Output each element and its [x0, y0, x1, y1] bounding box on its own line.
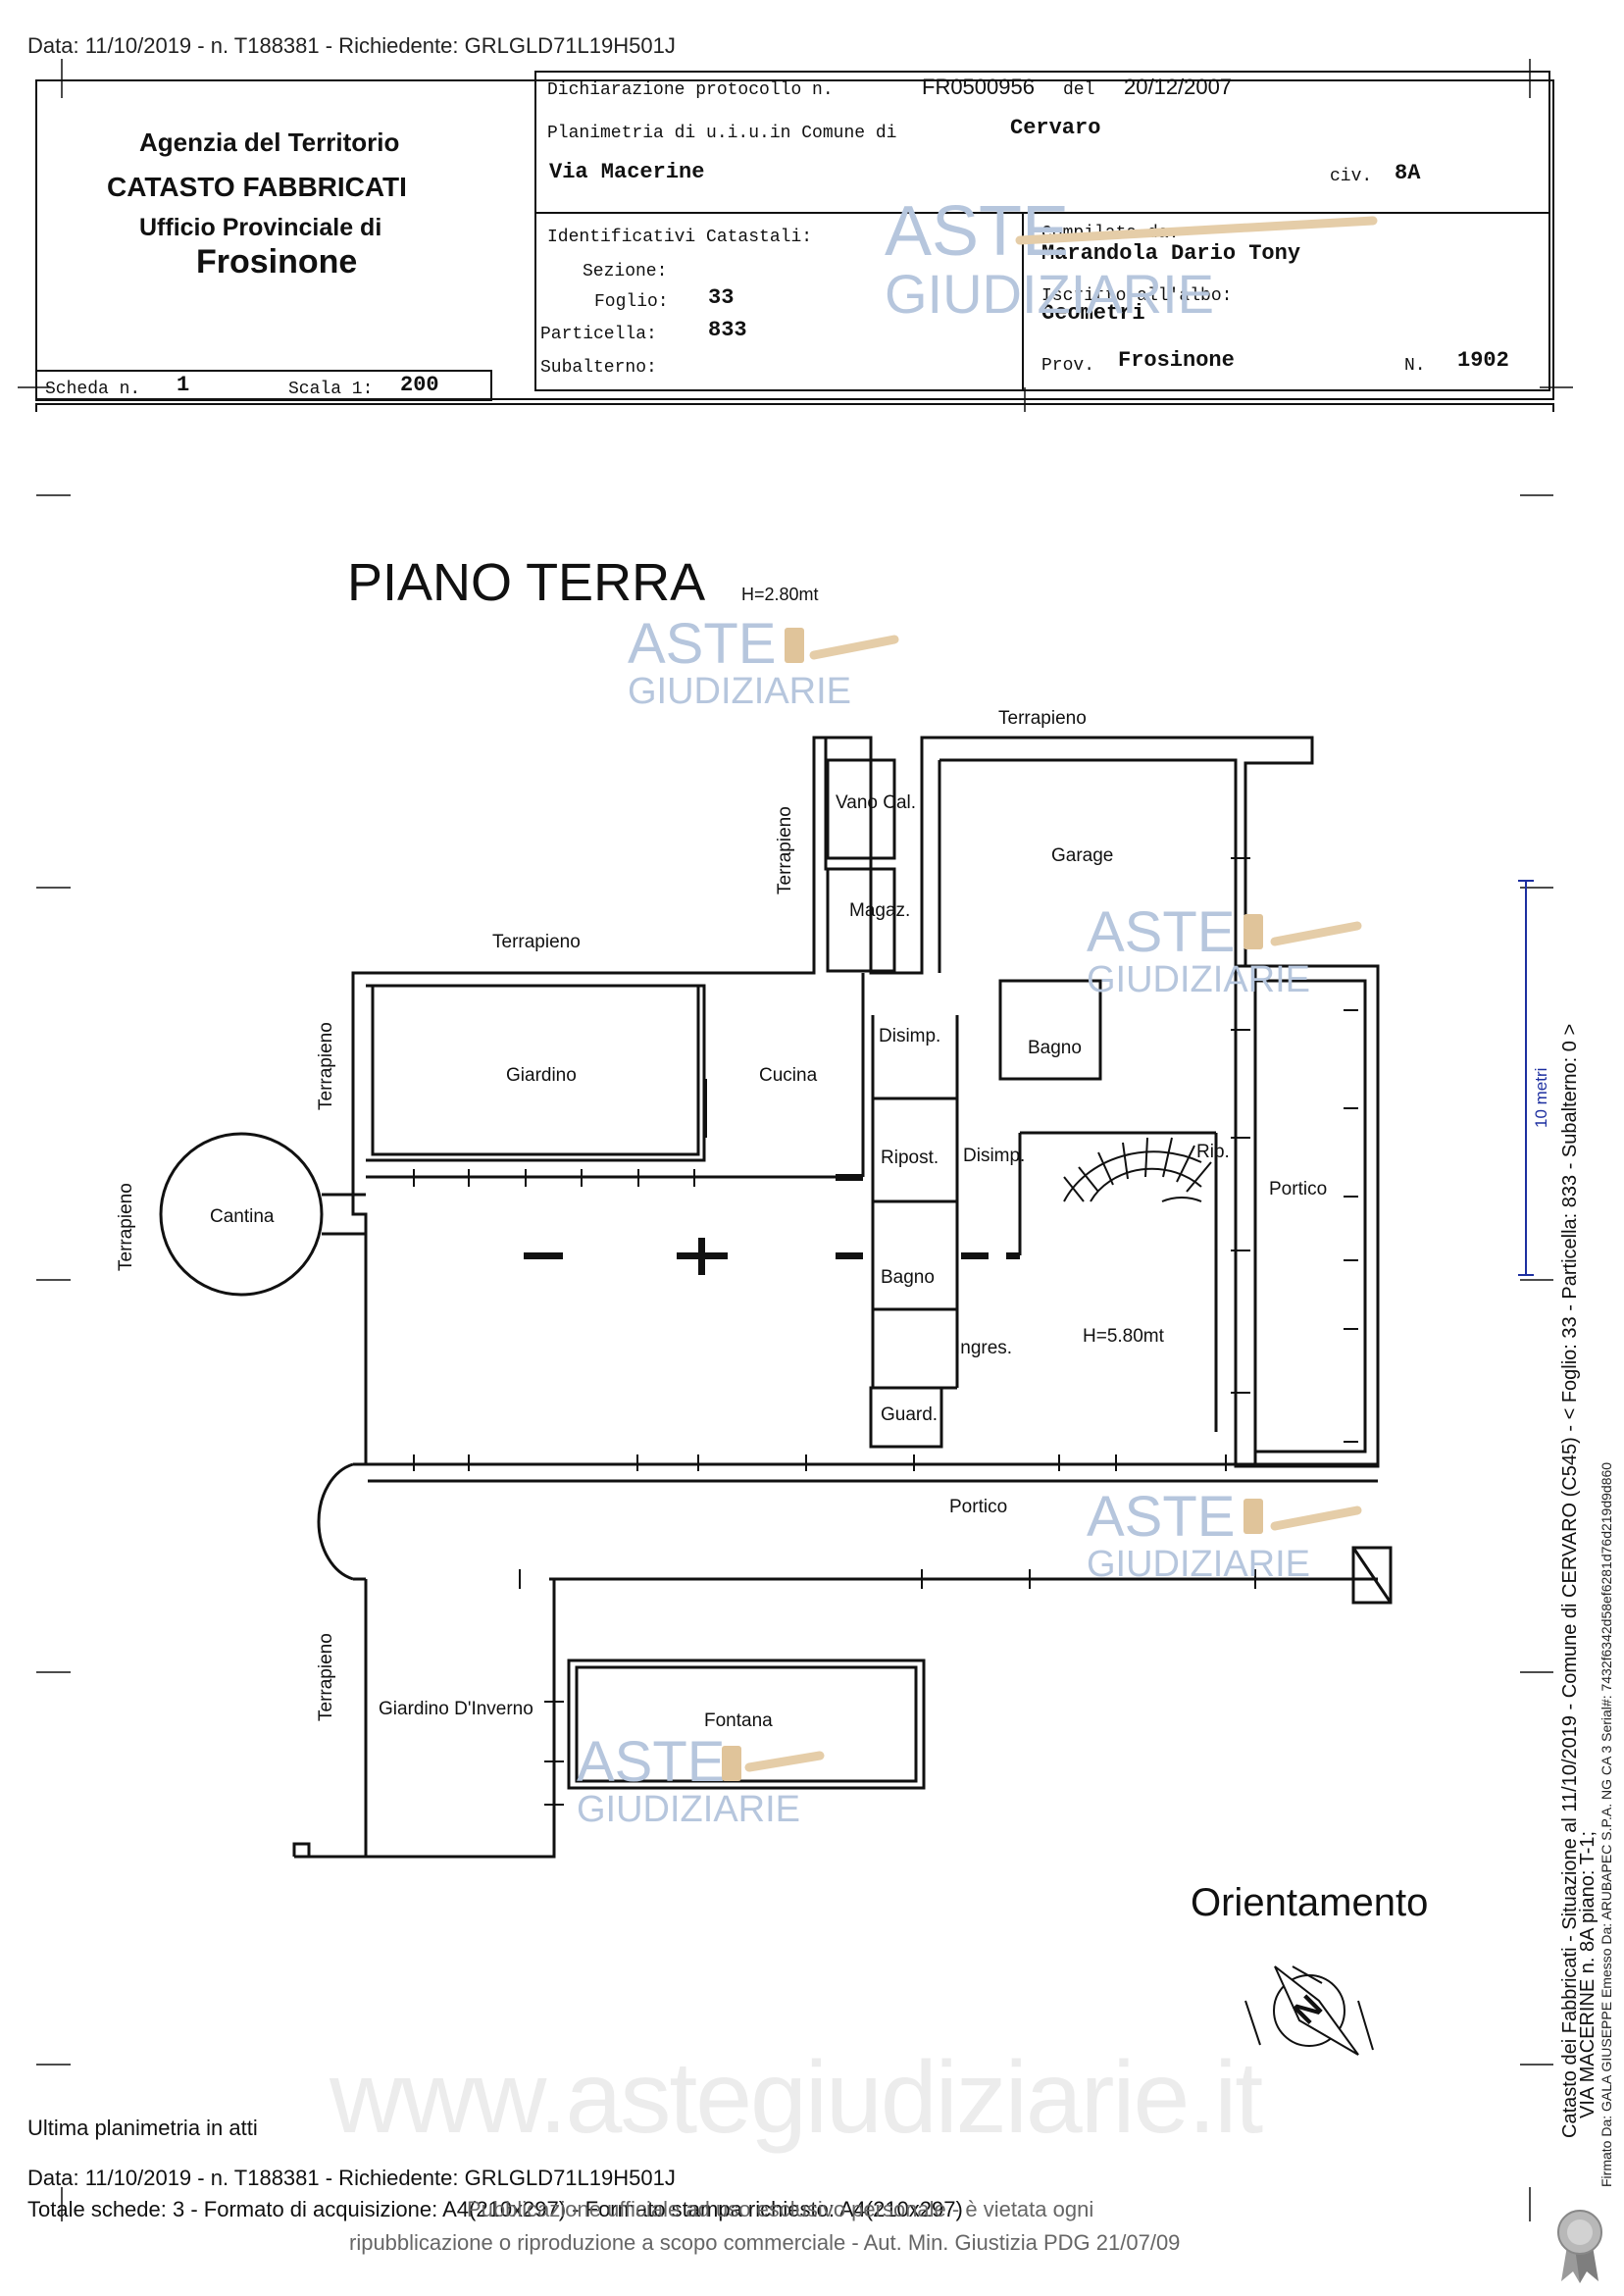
watermark-site: www.astegiudiziarie.it: [330, 2041, 1263, 2155]
foglio-label: Foglio:: [594, 292, 669, 312]
scale-bar-label: 10 metri: [1532, 1067, 1550, 1128]
room-ripost: Ripost.: [881, 1148, 939, 1168]
sezione-label: Sezione:: [583, 262, 668, 281]
scale-bar: [1518, 880, 1534, 1276]
room-bagno-2: Bagno: [881, 1267, 935, 1288]
del-label: del: [1063, 80, 1095, 100]
comune: Cervaro: [1010, 116, 1101, 140]
room-portico-bottom: Portico: [949, 1497, 1008, 1517]
iscritto-value: Geometri: [1041, 301, 1145, 326]
room-terrapieno-mid: Terrapieno: [492, 932, 581, 952]
watermark-aste-header: ASTE GIUDIZIARIE: [885, 196, 1214, 322]
n-label: N.: [1404, 356, 1426, 376]
header-frame: [18, 59, 1573, 412]
room-portico-right: Portico: [1269, 1179, 1328, 1199]
watermark-aste-word: ASTE: [885, 192, 1070, 271]
scheda-label: Scheda n.: [45, 380, 141, 399]
room-terrapieno-vert1: Terrapieno: [775, 806, 795, 894]
watermark-aste-word: ASTE: [1087, 900, 1236, 964]
footer-overlay-line1: Pubblicazione ufficiale ad uso esclusivo…: [467, 2197, 1094, 2221]
watermark-aste-word: ASTE: [1087, 1485, 1236, 1549]
iscritto-label: Iscritto all'albo:: [1041, 286, 1233, 306]
prov-value: Frosinone: [1118, 348, 1235, 373]
watermark-aste-word: ASTE: [628, 612, 777, 676]
room-disimp-2: Disimp.: [963, 1146, 1026, 1166]
protocol-date: 20/12/2007: [1124, 75, 1233, 99]
watermark-giudiziarie-word: GIUDIZIARIE: [577, 1789, 801, 1830]
room-terrapieno-vert3: Terrapieno: [116, 1183, 136, 1271]
room-cucina: Cucina: [759, 1065, 818, 1086]
watermark-giudiziarie-word: GIUDIZIARIE: [628, 671, 852, 712]
footer-ultima: Ultima planimetria in atti: [27, 2116, 258, 2140]
declaration-label: Dichiarazione protocollo n.: [547, 80, 834, 100]
room-rip: Rip.: [1196, 1142, 1230, 1162]
plan-height-note: H=2.80mt: [741, 585, 819, 604]
room-giardino-inverno: Giardino D'Inverno: [379, 1699, 533, 1719]
room-garage: Garage: [1051, 845, 1114, 866]
scheda-value: 1: [177, 373, 190, 397]
scala-label: Scala 1:: [288, 380, 374, 399]
room-terrapieno-top: Terrapieno: [998, 708, 1087, 729]
room-guard: Guard.: [881, 1404, 939, 1425]
watermark-giudiziarie-word: GIUDIZIARIE: [885, 263, 1215, 325]
plan-title: PIANO TERRA: [347, 553, 706, 612]
room-magaz: Magaz.: [849, 900, 911, 921]
room-giardino: Giardino: [506, 1065, 577, 1086]
address: Via Macerine: [549, 160, 705, 184]
n-value: 1902: [1457, 348, 1509, 373]
watermark-giudiziarie-word: GIUDIZIARIE: [1087, 959, 1311, 1000]
watermark-aste-2: ASTE GIUDIZIARIE: [1087, 900, 1311, 1000]
header-top-line: Data: 11/10/2019 - n. T188381 - Richiede…: [27, 33, 676, 58]
protocol-number: FR0500956: [922, 75, 1035, 99]
particella-value: 833: [708, 318, 747, 342]
planimetria-label: Planimetria di u.i.u.in Comune di: [547, 124, 897, 143]
room-vano-cal: Vano Cal.: [836, 792, 917, 813]
side-text-2: VIA MACERINE n. 8A piano: T-1;: [1577, 1830, 1599, 2118]
civ-number: 8A: [1395, 161, 1421, 185]
room-fontana: Fontana: [704, 1710, 773, 1731]
compilata-value: Marandola Dario Tony: [1041, 241, 1301, 266]
orientation-label: Orientamento: [1191, 1881, 1429, 1924]
watermark-aste-3: ASTE GIUDIZIARIE: [1087, 1485, 1311, 1585]
room-bagno-1: Bagno: [1028, 1038, 1082, 1058]
particella-label: Particella:: [540, 325, 657, 344]
room-ingres: Ingres.: [955, 1338, 1013, 1358]
prov-label: Prov.: [1041, 356, 1095, 376]
watermark-aste-4: ASTE GIUDIZIARIE: [577, 1730, 801, 1830]
seal-icon: [1557, 2210, 1602, 2283]
room-disimp-1: Disimp.: [879, 1026, 941, 1046]
room-h-580: H=5.80mt: [1083, 1326, 1164, 1347]
watermark-aste-1: ASTE GIUDIZIARIE: [628, 612, 852, 712]
footer-data-line: Data: 11/10/2019 - n. T188381 - Richiede…: [27, 2166, 676, 2190]
watermark-aste-word: ASTE: [577, 1730, 726, 1794]
identificativi-label: Identificativi Catastali:: [547, 228, 813, 247]
room-terrapieno-vert4: Terrapieno: [316, 1633, 336, 1721]
agency-line2: CATASTO FABBRICATI: [107, 172, 407, 202]
subalterno-label: Subalterno:: [540, 358, 657, 378]
agency-line1: Agenzia del Territorio: [139, 128, 400, 157]
agency-line3: Ufficio Provinciale di: [139, 214, 382, 241]
footer-overlay-line2: ripubblicazione o riproduzione a scopo c…: [349, 2230, 1181, 2255]
compass-rose-icon: [1244, 1965, 1374, 2056]
side-text-3: Firmato Da: GALA GIUSEPPE Emesso Da: ARU…: [1599, 1461, 1614, 2187]
room-terrapieno-vert2: Terrapieno: [316, 1022, 336, 1110]
scala-value: 200: [400, 373, 439, 397]
foglio-value: 33: [708, 285, 735, 310]
civ-label: civ.: [1330, 167, 1373, 186]
agency-line4: Frosinone: [196, 243, 358, 281]
footer-totale-line: Totale schede: 3 - Formato di acquisizio…: [27, 2197, 963, 2221]
room-cantina: Cantina: [210, 1206, 275, 1227]
watermark-giudiziarie-word: GIUDIZIARIE: [1087, 1544, 1311, 1585]
